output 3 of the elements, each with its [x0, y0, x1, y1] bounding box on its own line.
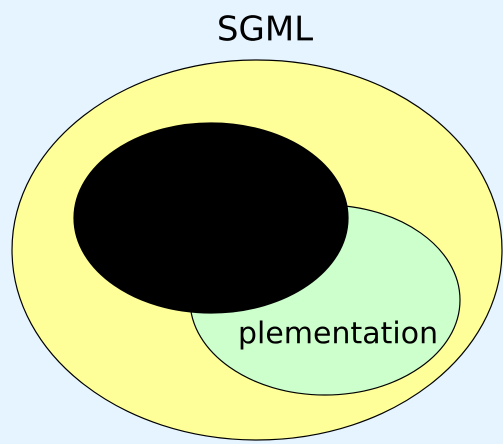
filled-ellipse: [73, 122, 349, 314]
region-label: plementation: [240, 320, 436, 350]
region-label: SGML: [219, 15, 313, 41]
